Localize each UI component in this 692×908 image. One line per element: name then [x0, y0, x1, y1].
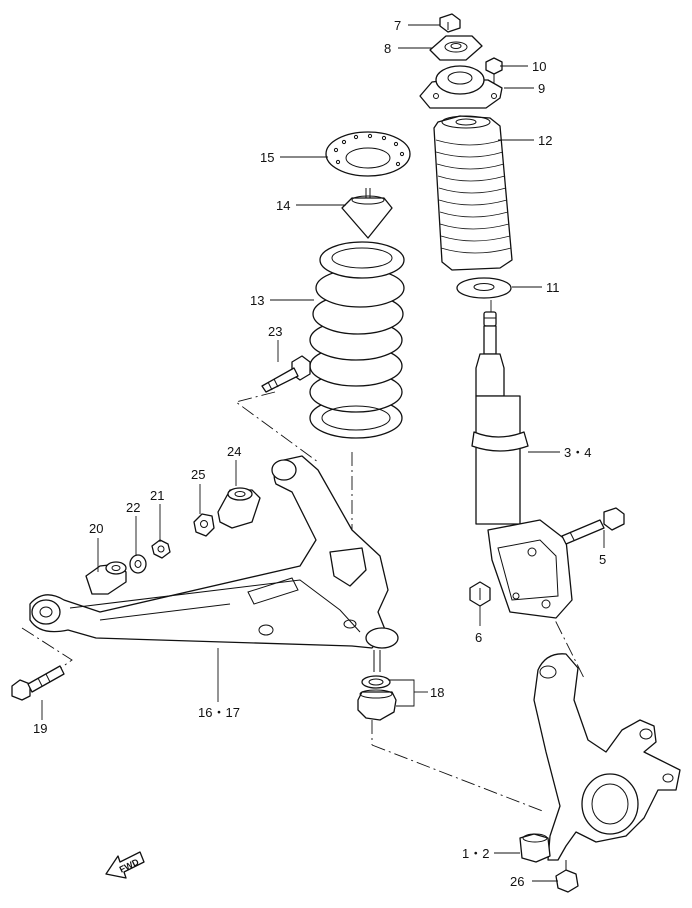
callout-21: 21 [150, 488, 164, 503]
callout-1-2: 1・2 [462, 846, 489, 861]
steering-knuckle-part-1-2[interactable] [519, 653, 681, 863]
bump-boot-part-12[interactable] [433, 115, 513, 271]
callout-3-4: 3・4 [564, 445, 591, 460]
top-nut-part-7[interactable] [439, 13, 461, 33]
callout-19: 19 [33, 721, 47, 736]
bushing-part-20[interactable] [85, 561, 127, 595]
direction-arrow-icon: FWD [105, 851, 145, 879]
upper-washer-part-8[interactable] [429, 35, 483, 61]
coil-spring-part-13[interactable] [309, 241, 405, 439]
callout-24: 24 [227, 444, 241, 459]
callout-9: 9 [538, 81, 545, 96]
spring-seat-part-15[interactable] [325, 131, 411, 177]
callout-14: 14 [276, 198, 290, 213]
washer-part-22[interactable] [129, 554, 147, 574]
callout-labels: 7 8 10 9 12 15 14 11 13 23 3・4 5 6 24 25… [33, 18, 606, 889]
callout-25: 25 [191, 467, 205, 482]
callout-16-17: 16・17 [198, 705, 240, 720]
callout-15: 15 [260, 150, 274, 165]
control-arm-part-16-17[interactable] [29, 455, 399, 649]
callout-12: 12 [538, 133, 552, 148]
strut-part-3-4[interactable] [471, 311, 573, 619]
mount-nut-part-10[interactable] [485, 57, 503, 84]
callout-8: 8 [384, 41, 391, 56]
callout-5: 5 [599, 552, 606, 567]
callout-6: 6 [475, 630, 482, 645]
strut-nut-part-6[interactable] [469, 581, 491, 607]
callout-22: 22 [126, 500, 140, 515]
callout-11: 11 [546, 280, 560, 295]
callout-10: 10 [532, 59, 546, 74]
callout-20: 20 [89, 521, 103, 536]
nut-part-21[interactable] [151, 539, 171, 559]
seat-washer-part-11[interactable] [456, 277, 512, 299]
bushing-part-24[interactable] [217, 487, 261, 529]
bump-stopper-part-14[interactable] [341, 188, 393, 239]
bolt-part-23[interactable] [261, 355, 311, 393]
leader-lines [41, 24, 605, 882]
callout-7: 7 [394, 18, 401, 33]
callout-26: 26 [510, 874, 524, 889]
strut-bolt-part-5[interactable] [561, 507, 625, 545]
callout-18: 18 [430, 685, 444, 700]
nut-part-25[interactable] [193, 513, 215, 537]
callout-13: 13 [250, 293, 264, 308]
arm-bolt-part-19[interactable] [11, 665, 65, 701]
callout-23: 23 [268, 324, 282, 339]
knuckle-nut-part-26[interactable] [555, 860, 579, 893]
ball-joint-boot-part-18[interactable] [357, 650, 397, 721]
strut-mount-part-9[interactable] [419, 65, 503, 109]
